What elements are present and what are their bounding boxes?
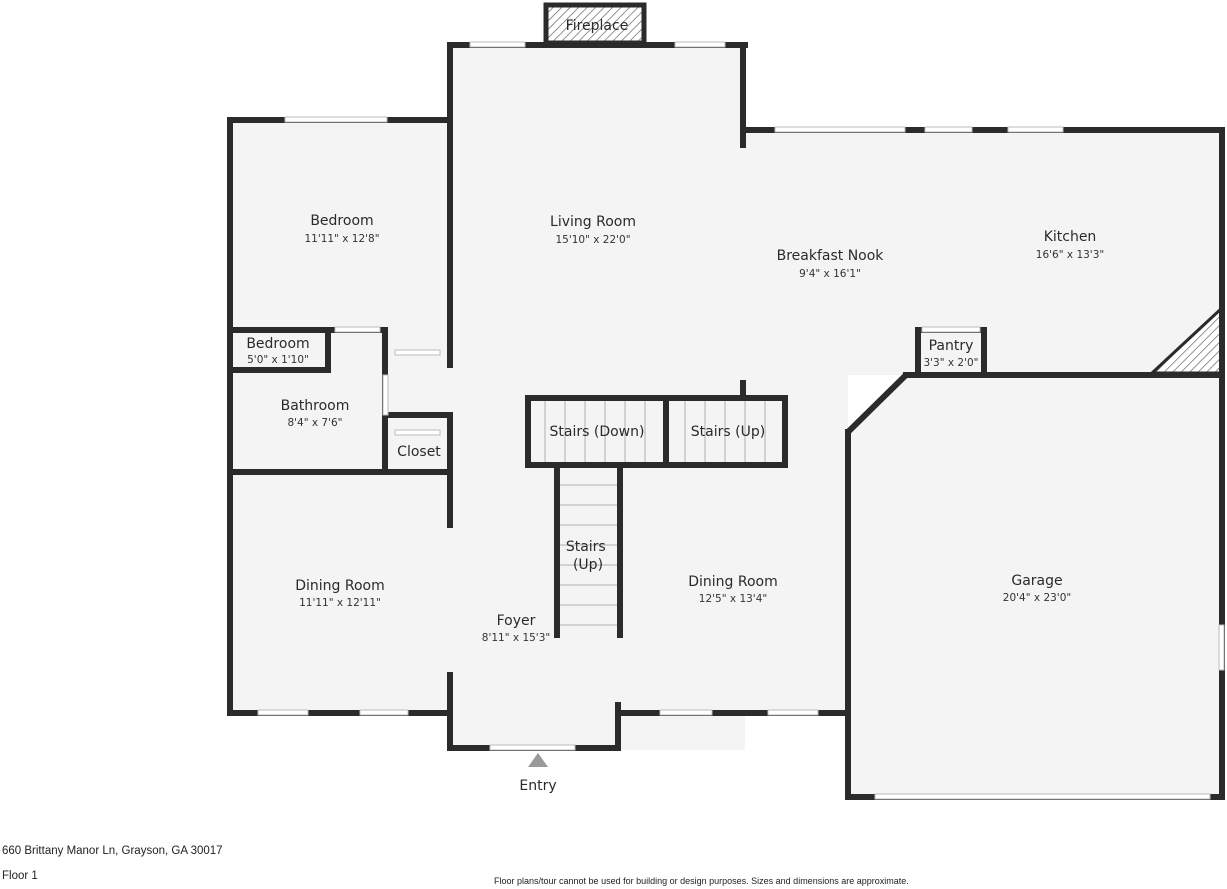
dining-left-dims: 11'11" x 12'11" — [299, 597, 381, 609]
kitchen-dims: 16'6" x 13'3" — [1036, 249, 1104, 261]
angled-wall — [845, 372, 909, 435]
floor-areas — [230, 45, 1223, 797]
address-text: 660 Brittany Manor Ln, Grayson, GA 30017 — [2, 845, 223, 857]
fireplace-label: Fireplace — [566, 18, 629, 34]
foyer-dims: 8'11" x 15'3" — [482, 632, 550, 644]
stairs-up-top-label: Stairs (Up) — [691, 424, 765, 440]
windows — [257, 41, 1225, 800]
bathroom-name: Bathroom — [281, 398, 350, 414]
bedroom-main-name: Bedroom — [310, 213, 373, 229]
stairs-down-label: Stairs (Down) — [550, 424, 645, 440]
disclaimer-text: Floor plans/tour cannot be used for buil… — [494, 876, 909, 886]
garage-name: Garage — [1011, 573, 1062, 589]
breakfast-nook-dims: 9'4" x 16'1" — [799, 268, 861, 280]
entry-label: Entry — [519, 778, 556, 794]
breakfast-nook-name: Breakfast Nook — [777, 248, 885, 264]
bathroom-dims: 8'4" x 7'6" — [287, 417, 342, 429]
stairs-up-lower-label: Stairs (Up) — [566, 539, 610, 573]
dining-left-name: Dining Room — [295, 578, 385, 594]
living-room-name: Living Room — [550, 214, 636, 230]
pantry-dims: 3'3" x 2'0" — [923, 357, 978, 369]
floor-label: Floor 1 — [2, 870, 38, 882]
entry-arrow-icon — [528, 753, 548, 767]
kitchen-name: Kitchen — [1044, 229, 1097, 245]
bedroom-small-name: Bedroom — [246, 336, 309, 352]
stair-treads — [544, 401, 766, 626]
living-room-dims: 15'10" x 22'0" — [555, 234, 630, 246]
fireplace-hearth — [543, 2, 647, 46]
closet-label: Closet — [397, 444, 441, 460]
pantry-name: Pantry — [929, 338, 974, 354]
bedroom-small-dims: 5'0" x 1'10" — [247, 354, 309, 366]
bedroom-main-dims: 11'11" x 12'8" — [304, 233, 379, 245]
foyer-name: Foyer — [497, 613, 536, 629]
garage-dims: 20'4" x 23'0" — [1003, 592, 1071, 604]
dining-right-dims: 12'5" x 13'4" — [699, 593, 767, 605]
dining-right-name: Dining Room — [688, 574, 778, 590]
